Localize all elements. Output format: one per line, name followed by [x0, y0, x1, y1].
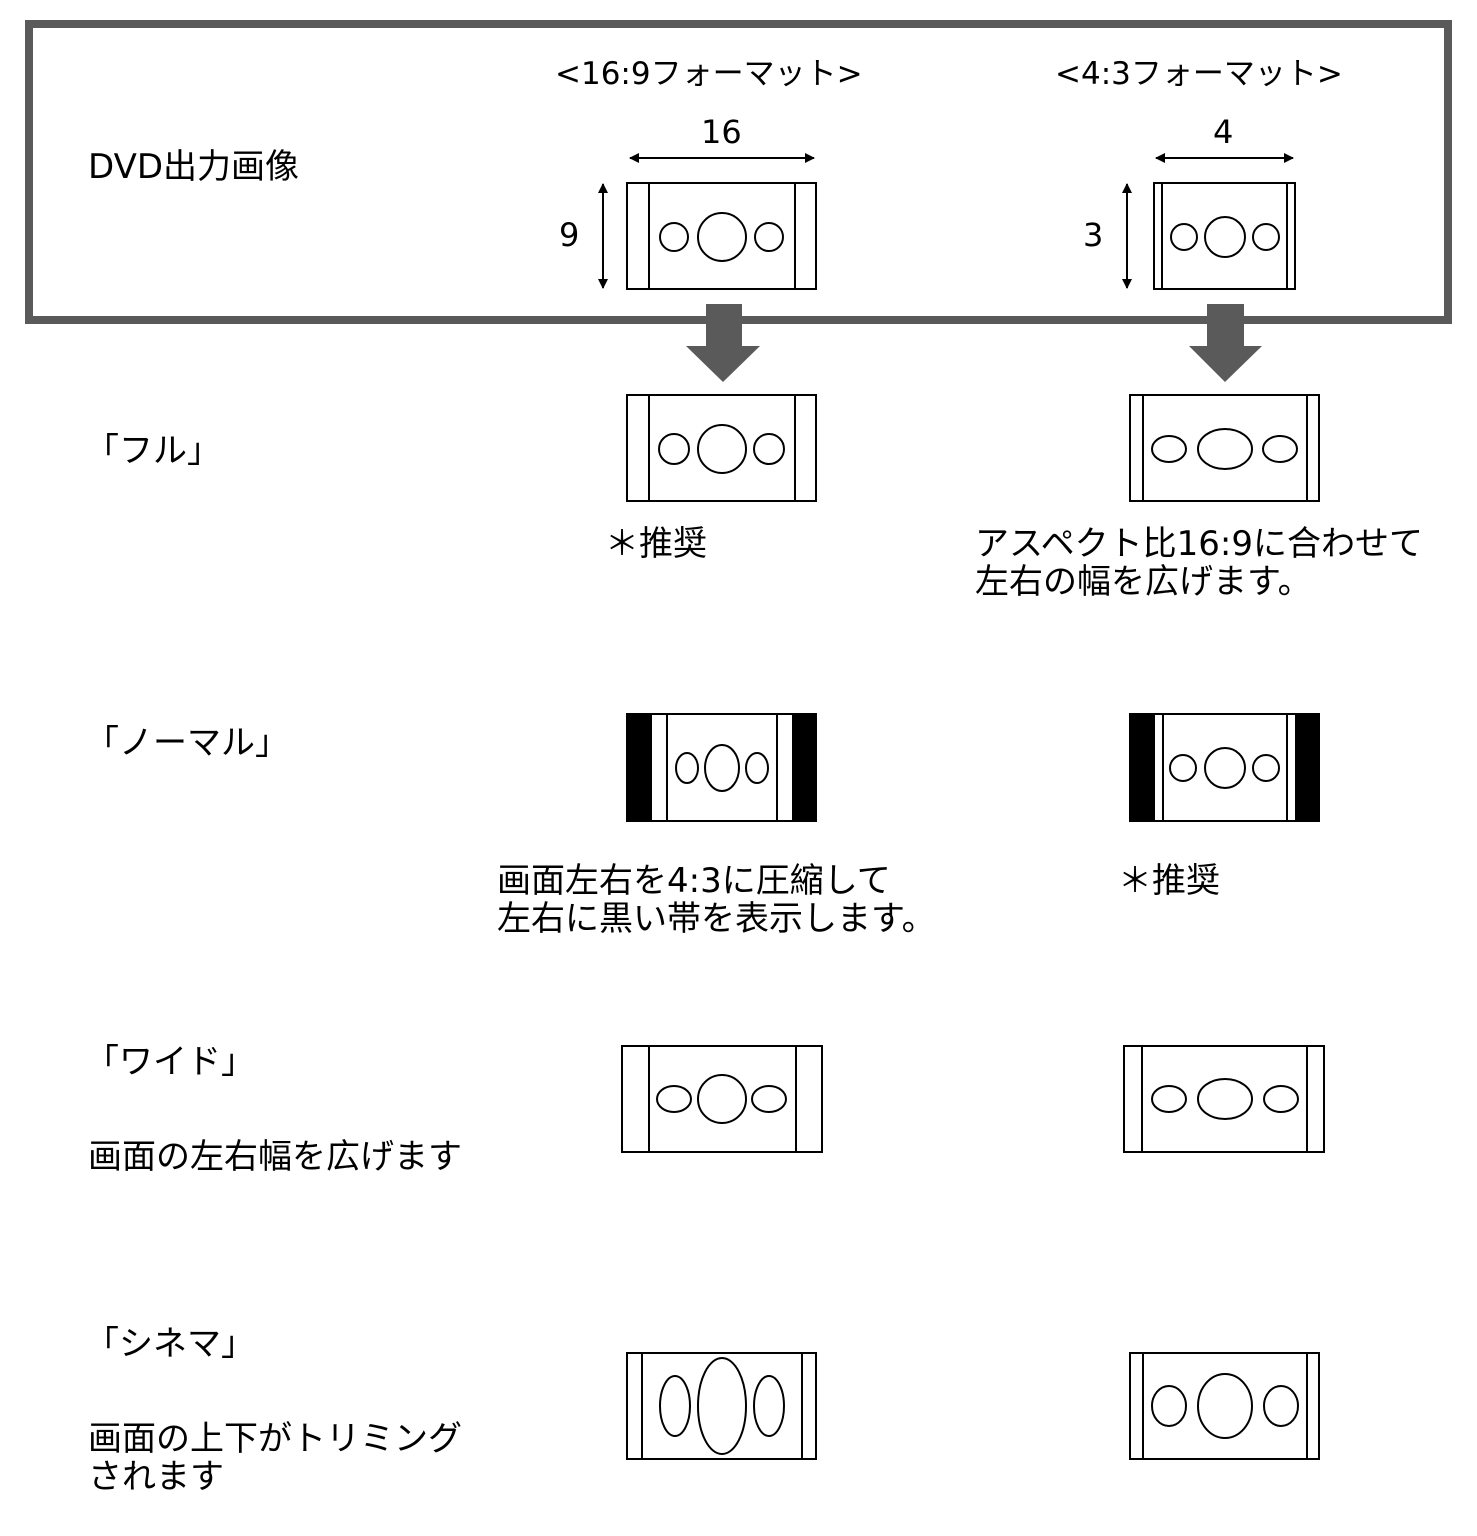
ellipse-center [1197, 428, 1253, 470]
ellipse-left [656, 1085, 692, 1113]
screen-frame [621, 1045, 823, 1153]
source-label: DVD出力画像 [88, 147, 300, 187]
black-bar-left [1130, 714, 1155, 821]
ellipse-right [751, 1085, 787, 1113]
mode-description-cinema: 画面の上下がトリミング されます [88, 1419, 462, 1497]
screen-full-4-3 [1129, 394, 1320, 502]
ellipse-left [659, 222, 689, 252]
ellipse-right [1252, 223, 1280, 251]
note-full-4-3: アスペクト比16:9に合わせて 左右の幅を広げます。 [975, 524, 1423, 602]
ellipse-left [659, 1375, 691, 1437]
screen-frame [1123, 1045, 1325, 1153]
ellipse-right [1263, 1385, 1299, 1427]
screen-frame [626, 713, 817, 822]
ellipse-left [1170, 223, 1198, 251]
black-bar-right [1295, 714, 1319, 821]
down-arrow-16-9 [686, 298, 760, 382]
ellipse-left [1151, 435, 1187, 463]
column-header-16-9: <16:9フォーマット> [555, 56, 863, 92]
screen-frame [626, 1352, 817, 1460]
ellipse-left [658, 433, 690, 465]
ellipse-right [1262, 435, 1298, 463]
ellipse-left [1151, 1385, 1187, 1427]
ellipse-center [697, 212, 747, 262]
mode-label-full: 「フル」 [85, 431, 221, 471]
screen-source-16-9 [626, 182, 817, 290]
screen-frame [1129, 394, 1320, 502]
screen-wide-4-3 [1123, 1045, 1325, 1153]
screen-normal-4-3 [1129, 713, 1320, 822]
note-normal-4-3: ＊推奨 [1118, 861, 1220, 901]
ellipse-center [1204, 216, 1246, 258]
screen-frame [1129, 1352, 1320, 1460]
ellipse-center [697, 1074, 747, 1124]
screen-cinema-16-9 [626, 1352, 817, 1460]
ellipse-center [1197, 1373, 1253, 1439]
ellipse-left [675, 752, 699, 784]
ellipse-right [753, 433, 785, 465]
ellipse-center [1197, 1078, 1253, 1120]
mode-description-wide: 画面の左右幅を広げます [88, 1137, 462, 1177]
screen-frame [626, 182, 817, 290]
screen-source-4-3 [1153, 182, 1296, 290]
height-label-9: 9 [559, 216, 580, 254]
mode-label-wide: 「ワイド」 [85, 1042, 255, 1082]
width-label-4: 4 [1213, 113, 1234, 151]
ellipse-left [1169, 754, 1197, 782]
ellipse-right [1252, 754, 1280, 782]
black-bar-left [627, 714, 652, 821]
ellipse-right [745, 752, 769, 784]
black-bar-right [792, 714, 816, 821]
column-header-4-3: <4:3フォーマット> [1055, 56, 1343, 92]
screen-wide-16-9 [621, 1045, 823, 1153]
down-arrow-4-3 [1189, 298, 1262, 382]
screen-cinema-4-3 [1129, 1352, 1320, 1460]
ellipse-right [754, 222, 784, 252]
mode-label-cinema: 「シネマ」 [85, 1324, 255, 1364]
note-full-16-9: ＊推奨 [605, 524, 707, 564]
ellipse-left [1151, 1085, 1187, 1113]
ellipse-center [1204, 747, 1246, 789]
ellipse-center [697, 1357, 747, 1455]
height-label-3: 3 [1083, 216, 1104, 254]
screen-frame [626, 394, 817, 502]
screen-frame [1153, 182, 1296, 290]
screen-normal-16-9 [626, 713, 817, 822]
ellipse-right [1263, 1085, 1299, 1113]
ellipse-right [753, 1375, 785, 1437]
width-label-16: 16 [701, 113, 742, 151]
screen-full-16-9 [626, 394, 817, 502]
screen-frame [1129, 713, 1320, 822]
mode-label-normal: 「ノーマル」 [85, 723, 289, 763]
ellipse-center [704, 744, 740, 792]
note-normal-16-9: 画面左右を4:3に圧縮して 左右に黒い帯を表示します。 [497, 861, 936, 939]
ellipse-center [697, 424, 747, 474]
